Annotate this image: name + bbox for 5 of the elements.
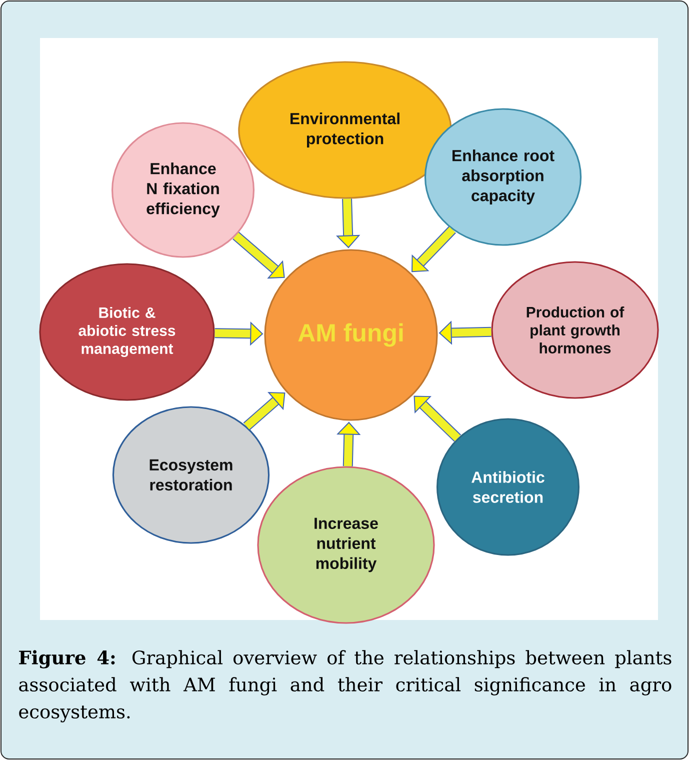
block-arrow	[243, 392, 286, 430]
block-arrow	[414, 396, 462, 442]
figure-caption: Figure 4: Graphical overview of the relationships between plants associated with AM fungi and their critical significance in agro ecosystems.	[19, 650, 672, 722]
block-arrow	[412, 226, 456, 272]
block-arrow	[232, 232, 285, 279]
